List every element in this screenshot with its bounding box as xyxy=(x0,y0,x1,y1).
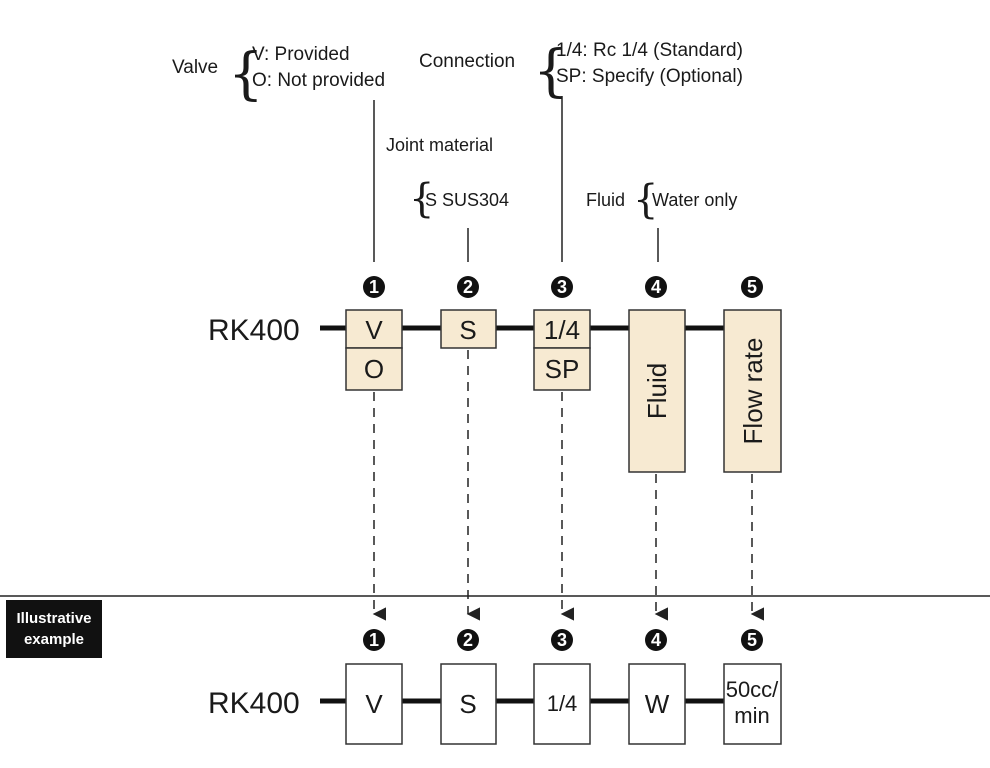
code-row: 1 2 3 4 5 RK400 V O xyxy=(208,276,782,473)
valve-option-group: Valve { V: Provided O: Not provided xyxy=(172,42,385,107)
code-box-connection: 1/4 SP xyxy=(533,309,591,391)
code-box-flow-rate: Flow rate xyxy=(723,309,782,473)
code-badge-3: 3 xyxy=(551,276,573,298)
example-box-connection: 1/4 xyxy=(533,663,591,745)
example-box-joint: S xyxy=(440,663,497,745)
joint-option-group: Joint material { S SUS304 xyxy=(386,135,509,222)
example-value-valve: V xyxy=(365,689,383,719)
connection-brace: { xyxy=(533,39,569,104)
code-fluid-label: Fluid xyxy=(642,363,672,419)
code-connection-14: 1/4 xyxy=(544,315,580,345)
svg-text:2: 2 xyxy=(463,630,473,650)
svg-text:5: 5 xyxy=(747,630,757,650)
svg-text:3: 3 xyxy=(557,630,567,650)
code-joint-s: S xyxy=(459,315,476,345)
connection-title: Connection xyxy=(419,51,515,72)
svg-text:3: 3 xyxy=(557,277,567,297)
example-flow-line-1: 50cc/ xyxy=(726,677,779,702)
svg-text:5: 5 xyxy=(747,277,757,297)
valve-option-o: O: Not provided xyxy=(252,70,385,91)
illustrative-example-tag: Illustrative example xyxy=(6,600,102,658)
fluid-option-water: Water only xyxy=(652,190,737,210)
code-valve-v: V xyxy=(365,315,383,345)
code-valve-o: O xyxy=(364,354,384,384)
valve-brace: { xyxy=(228,42,264,107)
svg-text:4: 4 xyxy=(651,630,661,650)
svg-text:1: 1 xyxy=(369,277,379,297)
tag-line-2: example xyxy=(24,631,84,648)
example-badge-2: 2 xyxy=(457,629,479,651)
valve-title: Valve xyxy=(172,57,218,78)
code-connection-sp: SP xyxy=(545,354,580,384)
code-badge-2: 2 xyxy=(457,276,479,298)
fluid-brace: { xyxy=(633,177,658,223)
example-value-fluid: W xyxy=(645,689,670,719)
example-box-valve: V xyxy=(345,663,403,745)
code-badge-1: 1 xyxy=(363,276,385,298)
code-badge-4: 4 xyxy=(645,276,667,298)
connection-option-14: 1/4: Rc 1/4 (Standard) xyxy=(556,40,743,61)
svg-text:2: 2 xyxy=(463,277,473,297)
example-badge-4: 4 xyxy=(645,629,667,651)
connection-option-group: Connection { 1/4: Rc 1/4 (Standard) SP: … xyxy=(419,39,743,104)
svg-text:4: 4 xyxy=(651,277,661,297)
fluid-option-group: Fluid { Water only xyxy=(586,177,737,223)
example-badge-5: 5 xyxy=(741,629,763,651)
tag-line-1: Illustrative xyxy=(16,610,91,627)
example-box-flow-rate: 50cc/ min xyxy=(723,663,782,745)
example-flow-line-2: min xyxy=(734,703,769,728)
example-box-fluid: W xyxy=(628,663,686,745)
example-value-joint: S xyxy=(459,689,476,719)
joint-option-s: S SUS304 xyxy=(425,190,509,210)
fluid-title: Fluid xyxy=(586,190,625,210)
example-value-connection: 1/4 xyxy=(547,691,578,716)
valve-option-v: V: Provided xyxy=(252,44,350,65)
svg-text:1: 1 xyxy=(369,630,379,650)
connection-option-sp: SP: Specify (Optional) xyxy=(556,66,743,87)
joint-title: Joint material xyxy=(386,135,493,155)
code-box-valve: V O xyxy=(345,309,403,391)
example-row: 1 2 3 4 5 RK400 V S xyxy=(208,629,782,745)
code-box-fluid: Fluid xyxy=(628,309,686,473)
code-flow-rate-label: Flow rate xyxy=(738,338,768,445)
code-model-name: RK400 xyxy=(208,314,300,347)
example-badge-1: 1 xyxy=(363,629,385,651)
code-box-joint: S xyxy=(440,309,497,349)
example-model-name: RK400 xyxy=(208,687,300,720)
joint-brace: { xyxy=(409,176,434,222)
code-badge-5: 5 xyxy=(741,276,763,298)
example-badge-3: 3 xyxy=(551,629,573,651)
